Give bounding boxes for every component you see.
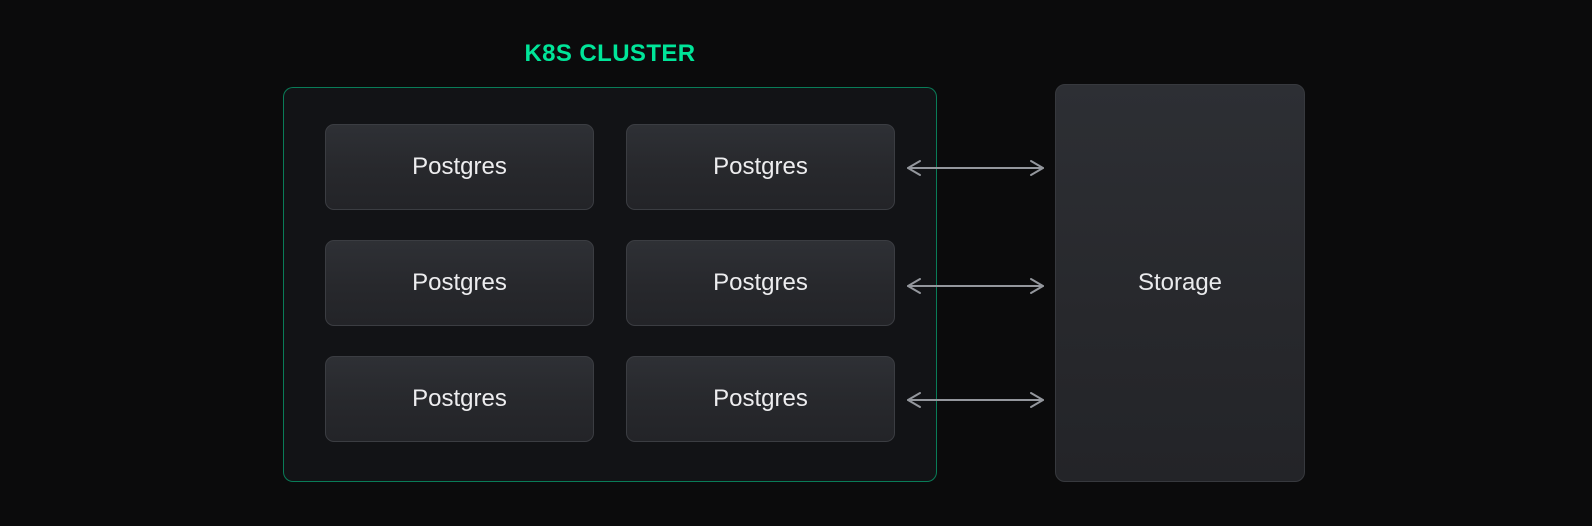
postgres-node-label: Postgres — [713, 269, 808, 296]
storage-box: Storage — [1055, 84, 1305, 482]
storage-label: Storage — [1137, 269, 1223, 296]
postgres-node-label: Postgres — [412, 153, 507, 180]
postgres-node: Postgres — [626, 240, 895, 326]
postgres-node-label: Postgres — [412, 385, 507, 412]
postgres-node: Postgres — [626, 124, 895, 210]
postgres-node: Postgres — [325, 356, 594, 442]
postgres-node: Postgres — [325, 240, 594, 326]
postgres-node-label: Postgres — [412, 269, 507, 296]
postgres-node-label: Postgres — [713, 385, 808, 412]
postgres-node-label: Postgres — [713, 153, 808, 180]
cluster-title: K8S CLUSTER — [524, 40, 696, 67]
postgres-node: Postgres — [325, 124, 594, 210]
postgres-node-grid: Postgres Postgres Postgres Postgres Post… — [283, 87, 937, 482]
postgres-node: Postgres — [626, 356, 895, 442]
